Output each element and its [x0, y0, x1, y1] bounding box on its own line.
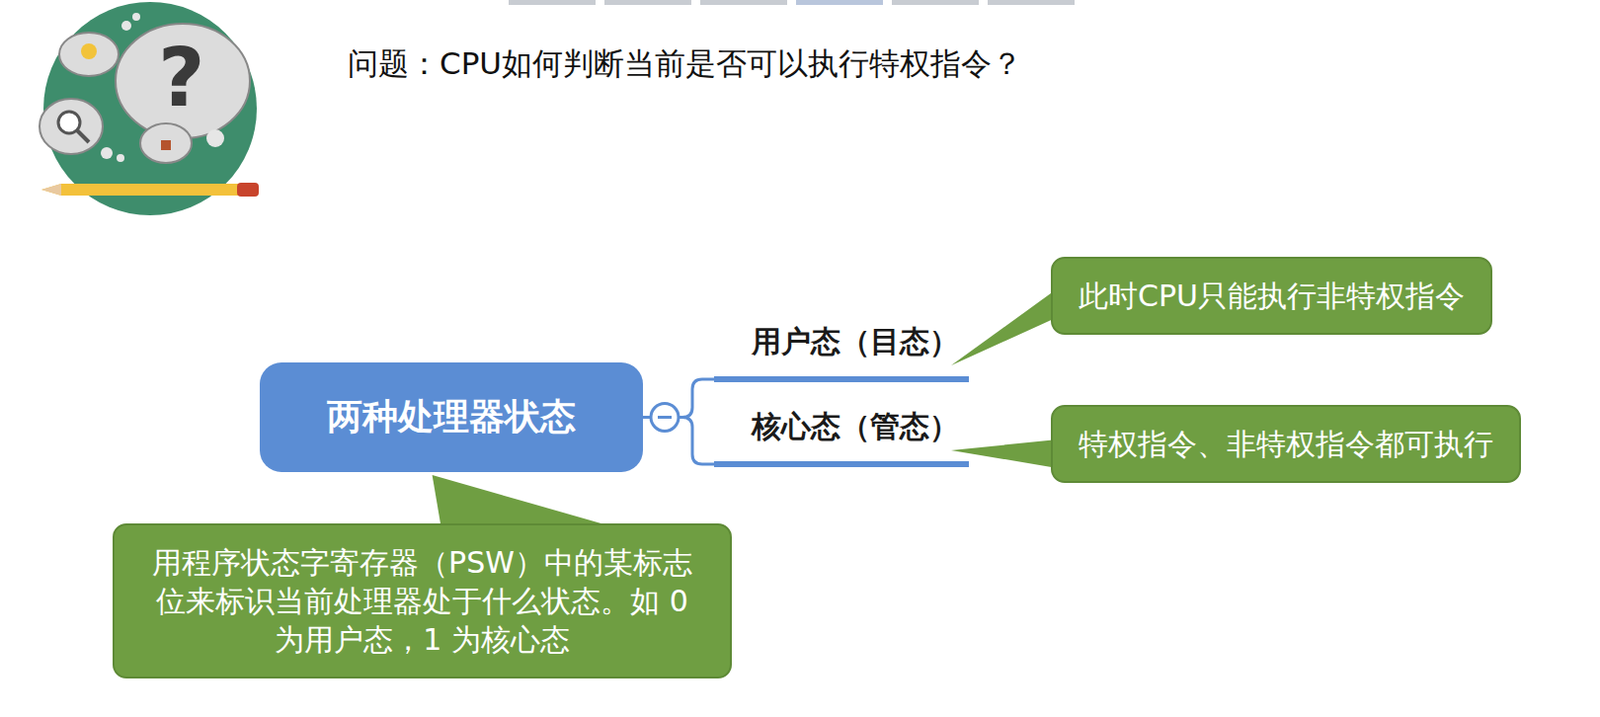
- branch-topic: 核心态（管态）: [714, 406, 969, 468]
- connector: [432, 475, 609, 526]
- question-icon: [39, 1, 259, 216]
- page-title: 问题：CPU如何判断当前是否可以执行特权指令？: [347, 43, 1023, 85]
- node-text: 两种处理器状态: [326, 393, 576, 442]
- node-text: 用户态（目态）: [751, 321, 960, 363]
- node-text: 此时CPU只能执行非特权指令: [1078, 276, 1465, 316]
- callout-box: 特权指令、非特权指令都可执行: [1050, 404, 1521, 483]
- branch-topic: 用户态（目态）: [714, 321, 969, 383]
- top-tabs: [508, 0, 1075, 5]
- node-text: 核心态（管态）: [751, 406, 960, 448]
- callout-box: 用程序状态字寄存器（PSW）中的某标志位来标识当前处理器处于什么状态。如 0 为…: [112, 523, 732, 679]
- root-topic: 两种处理器状态: [259, 362, 643, 473]
- callout-box: 此时CPU只能执行非特权指令: [1050, 256, 1493, 335]
- collapse-toggle: [650, 403, 679, 432]
- question-mark: ?: [158, 37, 206, 119]
- node-text: 特权指令、非特权指令都可执行: [1078, 424, 1494, 464]
- connector: [951, 292, 1053, 366]
- node-text: 用程序状态字寄存器（PSW）中的某标志位来标识当前处理器处于什么状态。如 0 为…: [140, 543, 705, 659]
